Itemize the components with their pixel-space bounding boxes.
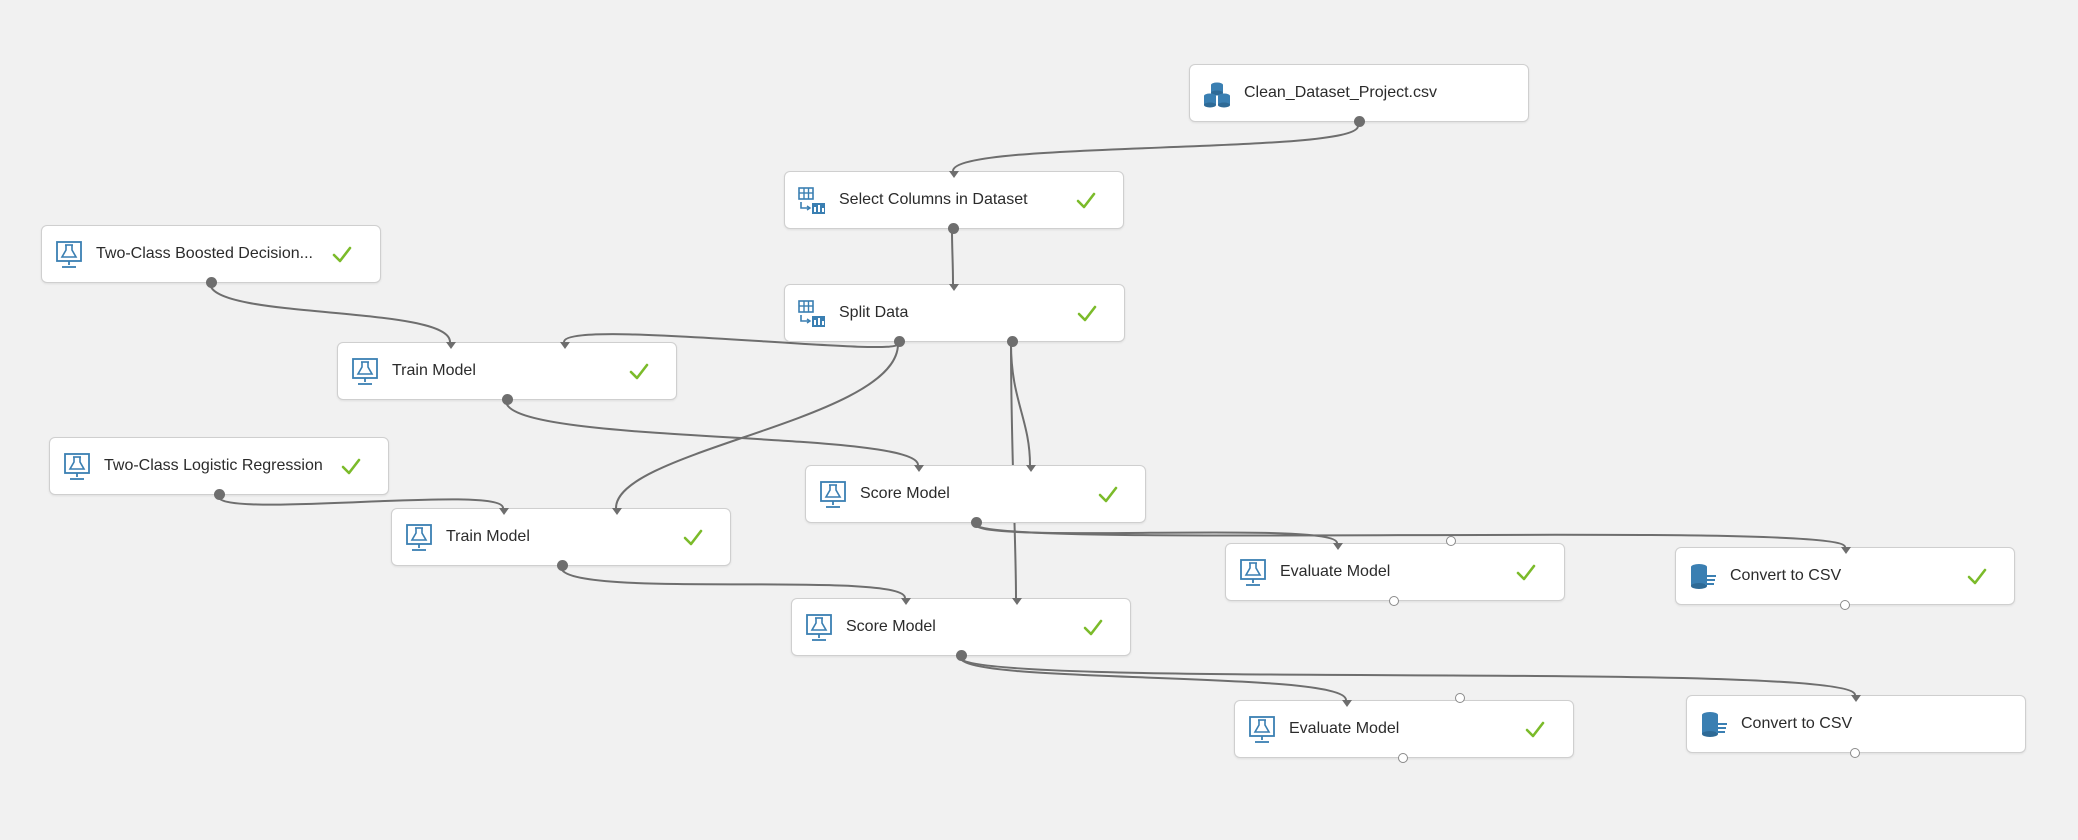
output-port[interactable] — [213, 489, 225, 500]
output-port-left[interactable] — [893, 336, 905, 347]
wire-score2-to-evaluate2[interactable] — [959, 656, 1347, 701]
module-split-data[interactable]: Split Data — [784, 284, 1125, 347]
input-port[interactable] — [949, 284, 959, 291]
wire-score1-to-evaluate1[interactable] — [974, 523, 1338, 544]
output-port[interactable] — [205, 277, 217, 288]
module-label: Convert to CSV — [1741, 715, 1853, 732]
input-port-right-empty[interactable] — [1446, 536, 1456, 546]
input-port-right[interactable] — [1012, 598, 1022, 605]
convert-csv-icon — [1702, 712, 1727, 737]
checkmark-icon — [1076, 192, 1096, 209]
checkmark-icon — [1516, 564, 1536, 581]
input-port[interactable] — [1851, 695, 1861, 702]
module-select-columns[interactable]: Select Columns in Dataset — [784, 171, 1124, 234]
module-boosted-decision-tree[interactable]: Two-Class Boosted Decision... — [41, 225, 381, 288]
module-label: Split Data — [839, 304, 909, 321]
module-label: Convert to CSV — [1730, 567, 1842, 584]
output-port[interactable] — [501, 394, 513, 405]
checkmark-icon — [683, 529, 703, 546]
module-clean-dataset[interactable]: Clean_Dataset_Project.csv — [1189, 64, 1529, 127]
module-logistic-regression[interactable]: Two-Class Logistic Regression — [49, 437, 389, 500]
wire-logistic-to-train2[interactable] — [217, 495, 504, 509]
wire-split-to-train1[interactable] — [563, 333, 899, 349]
input-port-left[interactable] — [499, 508, 509, 515]
module-train-model-2[interactable]: Train Model — [391, 508, 731, 571]
output-port[interactable] — [556, 560, 568, 571]
module-label: Two-Class Boosted Decision... — [96, 245, 313, 262]
checkmark-icon — [1077, 305, 1097, 322]
output-port[interactable] — [1353, 116, 1365, 127]
input-port-left[interactable] — [1333, 543, 1343, 550]
module-score-model-2[interactable]: Score Model — [791, 598, 1131, 661]
wire-score1-to-convert1[interactable] — [974, 523, 1846, 548]
module-label: Evaluate Model — [1289, 720, 1400, 737]
output-port-empty[interactable] — [1850, 748, 1860, 758]
checkmark-icon — [1083, 619, 1103, 636]
ml-algorithm-icon — [806, 614, 832, 641]
module-train-model-1[interactable]: Train Model — [337, 342, 677, 405]
input-port-right[interactable] — [1026, 465, 1036, 472]
module-label: Score Model — [846, 618, 936, 635]
input-port-left[interactable] — [914, 465, 924, 472]
wire-dataset-to-select[interactable] — [952, 125, 1359, 172]
module-label: Train Model — [446, 528, 530, 545]
module-evaluate-model-1[interactable]: Evaluate Model — [1225, 536, 1565, 606]
output-port[interactable] — [970, 517, 982, 528]
module-convert-to-csv-2[interactable]: Convert to CSV — [1686, 695, 2026, 758]
wire-score2-to-convert2[interactable] — [959, 656, 1856, 696]
module-label: Score Model — [860, 485, 950, 502]
ml-algorithm-icon — [56, 241, 82, 268]
input-port-right[interactable] — [612, 508, 622, 515]
module-evaluate-model-2[interactable]: Evaluate Model — [1234, 693, 1574, 763]
input-port[interactable] — [949, 171, 959, 178]
output-port[interactable] — [955, 650, 967, 661]
module-convert-to-csv-1[interactable]: Convert to CSV — [1675, 547, 2015, 610]
output-port-empty[interactable] — [1840, 600, 1850, 610]
ml-algorithm-icon — [406, 524, 432, 551]
ml-algorithm-icon — [1249, 716, 1275, 743]
data-transform-icon — [798, 187, 825, 214]
module-label: Select Columns in Dataset — [839, 191, 1028, 208]
wire-boosted-to-train1[interactable] — [209, 282, 451, 343]
data-transform-icon — [798, 300, 825, 327]
wire-split-to-train2[interactable] — [615, 343, 899, 509]
checkmark-icon — [332, 246, 352, 263]
wire-split-to-score1[interactable] — [1010, 343, 1031, 466]
module-score-model-1[interactable]: Score Model — [805, 465, 1146, 528]
wire-train2-to-score2[interactable] — [560, 566, 906, 599]
module-label: Two-Class Logistic Regression — [104, 457, 323, 474]
input-port-left[interactable] — [446, 342, 456, 349]
output-port[interactable] — [947, 223, 959, 234]
wire-select-to-split[interactable] — [951, 229, 954, 285]
checkmark-icon — [629, 363, 649, 380]
module-label: Train Model — [392, 362, 476, 379]
input-port-left[interactable] — [901, 598, 911, 605]
output-port-empty[interactable] — [1389, 596, 1399, 606]
input-port[interactable] — [1841, 547, 1851, 554]
checkmark-icon — [1967, 568, 1987, 585]
output-port-empty[interactable] — [1398, 753, 1408, 763]
module-label: Evaluate Model — [1280, 563, 1391, 580]
output-port-right[interactable] — [1006, 336, 1018, 347]
checkmark-icon — [1525, 721, 1545, 738]
input-port-right-empty[interactable] — [1455, 693, 1465, 703]
ml-algorithm-icon — [352, 358, 378, 385]
dataset-icon — [1204, 82, 1230, 108]
convert-csv-icon — [1691, 564, 1716, 589]
ml-algorithm-icon — [1240, 559, 1266, 586]
checkmark-icon — [341, 458, 361, 475]
module-label: Clean_Dataset_Project.csv — [1244, 84, 1437, 101]
checkmark-icon — [1098, 486, 1118, 503]
input-port-right[interactable] — [560, 342, 570, 349]
input-port-left[interactable] — [1342, 700, 1352, 707]
ml-algorithm-icon — [820, 481, 846, 508]
ml-algorithm-icon — [64, 453, 90, 480]
wire-train1-to-score1[interactable] — [505, 400, 919, 466]
